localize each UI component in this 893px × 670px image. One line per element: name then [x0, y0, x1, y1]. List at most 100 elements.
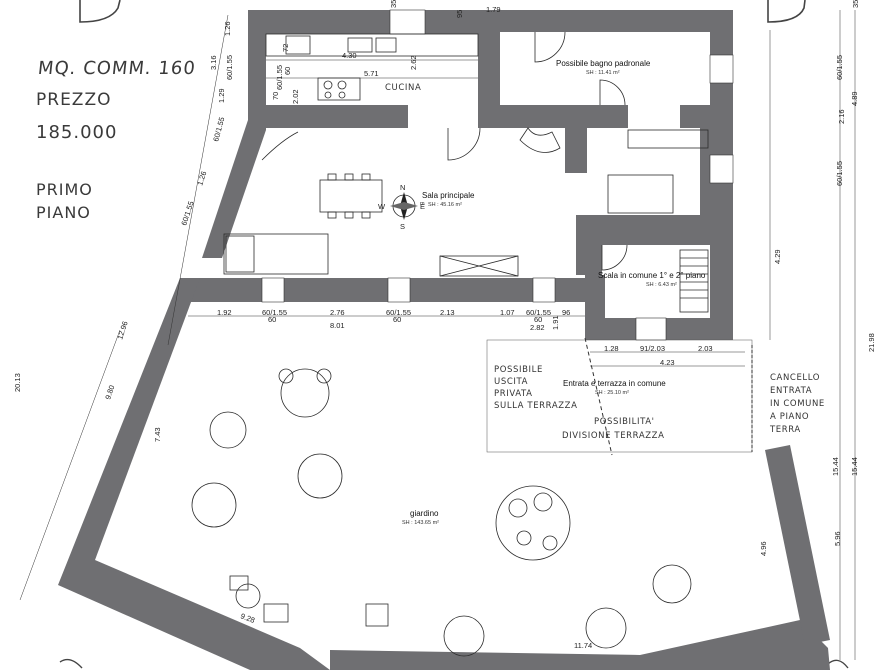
svg-text:2.82: 2.82	[530, 323, 545, 332]
compass-rose: N S E W m	[378, 183, 425, 231]
compass-w: W	[378, 202, 386, 211]
wall-stair-top	[576, 215, 733, 245]
svg-text:35: 35	[851, 0, 860, 8]
prezzo-label: PREZZO	[36, 90, 112, 110]
svg-text:11.74: 11.74	[574, 641, 592, 650]
svg-text:1.26: 1.26	[223, 21, 232, 36]
svg-text:21.98: 21.98	[867, 333, 876, 352]
svg-text:70: 70	[271, 92, 280, 100]
svg-text:7.43: 7.43	[153, 427, 162, 442]
svg-text:4.23: 4.23	[660, 358, 675, 367]
kitchen-fixtures	[265, 33, 479, 101]
svg-text:60/1.55: 60/1.55	[835, 161, 844, 186]
svg-text:1.28: 1.28	[604, 344, 619, 353]
corner-mark-right	[767, 0, 806, 23]
svg-text:60/1.55: 60/1.55	[386, 308, 411, 317]
sofa-icon	[223, 233, 329, 275]
svg-text:POSSIBILITA': POSSIBILITA'	[594, 417, 655, 427]
wall-kitchen-bagno	[478, 10, 500, 128]
svg-text:2.76: 2.76	[330, 308, 345, 317]
room-giardino-name: giardino	[410, 509, 439, 518]
svg-text:TERRA: TERRA	[769, 425, 801, 435]
svg-text:1.07: 1.07	[500, 308, 515, 317]
svg-text:IN COMUNE: IN COMUNE	[770, 399, 825, 409]
sink-icon	[347, 37, 373, 53]
svg-text:SULLA TERRAZZA: SULLA TERRAZZA	[494, 401, 578, 411]
wall-bagno-bottom-left	[478, 105, 628, 128]
corner-mark-bottom-left	[59, 658, 83, 669]
svg-text:60: 60	[268, 315, 276, 324]
room-scala-name: Scala in comune 1° e 2° piano	[598, 271, 706, 280]
svg-text:3.16: 3.16	[209, 55, 218, 70]
svg-text:20.13: 20.13	[13, 373, 22, 392]
sala-fixtures	[223, 127, 709, 277]
svg-text:15.44: 15.44	[831, 457, 840, 476]
svg-text:8.01: 8.01	[330, 321, 345, 330]
fireplace-icon	[439, 255, 519, 277]
wall-bagno-top	[478, 10, 733, 32]
svg-text:60: 60	[283, 67, 292, 75]
svg-text:PRIVATA: PRIVATA	[494, 389, 533, 399]
tree-icon-4	[652, 564, 692, 604]
svg-text:1.29: 1.29	[217, 88, 226, 103]
svg-text:USCITA: USCITA	[494, 377, 528, 387]
svg-text:4.96: 4.96	[759, 541, 768, 556]
wall-garden-right	[765, 445, 830, 645]
windows	[261, 9, 734, 341]
door-arc-icon	[261, 131, 299, 161]
tree-icon-2	[297, 453, 343, 499]
room-giardino-sh: SH : 143.65 m²	[402, 520, 439, 526]
svg-text:9.28: 9.28	[239, 611, 256, 624]
svg-text:5.71: 5.71	[364, 69, 379, 78]
prezzo-value: 185.000	[36, 122, 118, 143]
compass-e: E	[420, 202, 425, 211]
svg-text:35: 35	[389, 0, 398, 8]
floor-label-line2: PIANO	[36, 203, 91, 222]
wall-kitchen-top	[248, 10, 478, 34]
svg-text:1.26: 1.26	[195, 170, 208, 187]
armchair-icon	[519, 127, 561, 153]
svg-text:60/1.55: 60/1.55	[526, 308, 551, 317]
tree-icon-6	[443, 615, 485, 657]
svg-text:4.29: 4.29	[773, 249, 782, 264]
bench-icon	[365, 603, 389, 627]
corner-mark-left	[79, 0, 121, 23]
svg-text:60: 60	[393, 315, 401, 324]
wall-pillar	[565, 105, 587, 173]
room-sala-sh: SH : 45.16 m²	[428, 202, 462, 208]
stair-icon	[679, 249, 709, 313]
svg-text:60: 60	[534, 315, 542, 324]
svg-text:91/2.03: 91/2.03	[640, 344, 665, 353]
wall-garden-bottom	[250, 620, 830, 670]
wall-garden-left	[68, 278, 200, 560]
svg-text:A PIANO: A PIANO	[770, 412, 809, 422]
svg-text:60/1.55: 60/1.55	[179, 200, 195, 227]
room-cucina-name: CUCINA	[385, 83, 421, 93]
svg-text:60/1.55: 60/1.55	[225, 55, 234, 80]
room-sala-name: Sala principale	[422, 191, 475, 200]
svg-text:15.44: 15.44	[850, 457, 859, 476]
room-bagno-name: Possibile bagno padronale	[556, 59, 651, 68]
svg-text:2.03: 2.03	[698, 344, 713, 353]
svg-text:2.16: 2.16	[837, 109, 846, 124]
svg-text:1.79: 1.79	[486, 5, 501, 14]
svg-text:60/1.55: 60/1.55	[211, 116, 226, 143]
wall-garden-bottom-left	[58, 560, 330, 670]
corner-mark-bottom-right	[827, 659, 849, 669]
room-scala-sh: SH : 6.43 m²	[646, 282, 677, 288]
bed-icon	[607, 174, 674, 214]
compass-m: m	[420, 201, 425, 207]
svg-text:60/1.55: 60/1.55	[275, 65, 284, 90]
room-terrazza-sh: SH : 25.10 m²	[595, 390, 629, 396]
room-bagno-sh: SH : 11.41 m²	[586, 70, 620, 76]
svg-text:95: 95	[455, 10, 464, 18]
note-cancello: CANCELLO ENTRATA IN COMUNE A PIANO TERRA	[769, 373, 825, 435]
wall-kitchen-bottom	[248, 105, 408, 128]
tree-icon-3	[191, 482, 237, 528]
stove-icon	[317, 77, 361, 101]
svg-text:4.30: 4.30	[342, 51, 357, 60]
svg-text:5.96: 5.96	[833, 531, 842, 546]
svg-text:POSSIBILE: POSSIBILE	[494, 365, 543, 375]
garden-fixtures	[191, 368, 692, 657]
